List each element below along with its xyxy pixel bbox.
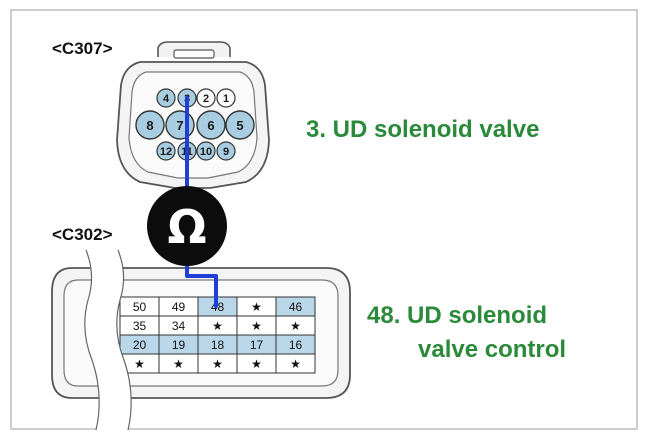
- c302-pin-label: 35: [133, 319, 147, 333]
- c302-pin-label: 46: [289, 300, 303, 314]
- c302-pin-label: 50: [133, 300, 147, 314]
- connector-c302-label: <C302>: [52, 225, 113, 244]
- c302-cell: [275, 353, 316, 374]
- c302-pin-label: ★: [251, 300, 262, 314]
- c302-pin-label: ★: [290, 357, 301, 371]
- c302-pin-label: 19: [172, 338, 186, 352]
- c307-pin-5: 5: [236, 118, 243, 133]
- c302-pin-label: 17: [250, 338, 264, 352]
- callout-ud-solenoid-line2: valve control: [418, 336, 566, 363]
- c307-pin-10: 10: [200, 146, 212, 158]
- c302-pin-label: 49: [172, 300, 186, 314]
- c307-pins-top: 4 3 2 1: [156, 88, 236, 108]
- c307-pin-1: 1: [223, 93, 229, 105]
- c302-pin-label: ★: [251, 357, 262, 371]
- c302-pin-label: ★: [212, 357, 223, 371]
- callout-ud-solenoid-valve: 3. UD solenoid valve: [306, 116, 539, 143]
- c307-pin-7: 7: [176, 118, 183, 133]
- c302-pin-label: ★: [212, 319, 223, 333]
- connector-c307-label: <C307>: [52, 39, 113, 58]
- c307-pin-9: 9: [223, 146, 229, 158]
- c307-pin-12: 12: [160, 146, 172, 158]
- c307-pin-6: 6: [207, 118, 214, 133]
- c307-pin-4: 4: [163, 93, 170, 105]
- c302-pin-label: ★: [173, 357, 184, 371]
- c302-pin-label: ★: [134, 357, 145, 371]
- ohm-symbol: Ω: [167, 200, 206, 254]
- connector-c307: 4 3 2 1 8 7 6 5 12: [116, 41, 270, 189]
- ohmmeter-icon: Ω: [147, 186, 227, 266]
- c307-pin-8: 8: [146, 118, 153, 133]
- c302-pin-label: 20: [133, 338, 147, 352]
- c302-pin-label: 34: [172, 319, 186, 333]
- callout-ud-solenoid-line1: 48. UD solenoid: [367, 302, 547, 329]
- c307-pin-2: 2: [203, 93, 209, 105]
- c302-pin-label: ★: [290, 319, 301, 333]
- c302-pin-label: ★: [251, 319, 262, 333]
- c302-pin-label: 18: [211, 338, 225, 352]
- cutaway-break: [84, 250, 132, 430]
- c302-pin-label: 16: [289, 338, 303, 352]
